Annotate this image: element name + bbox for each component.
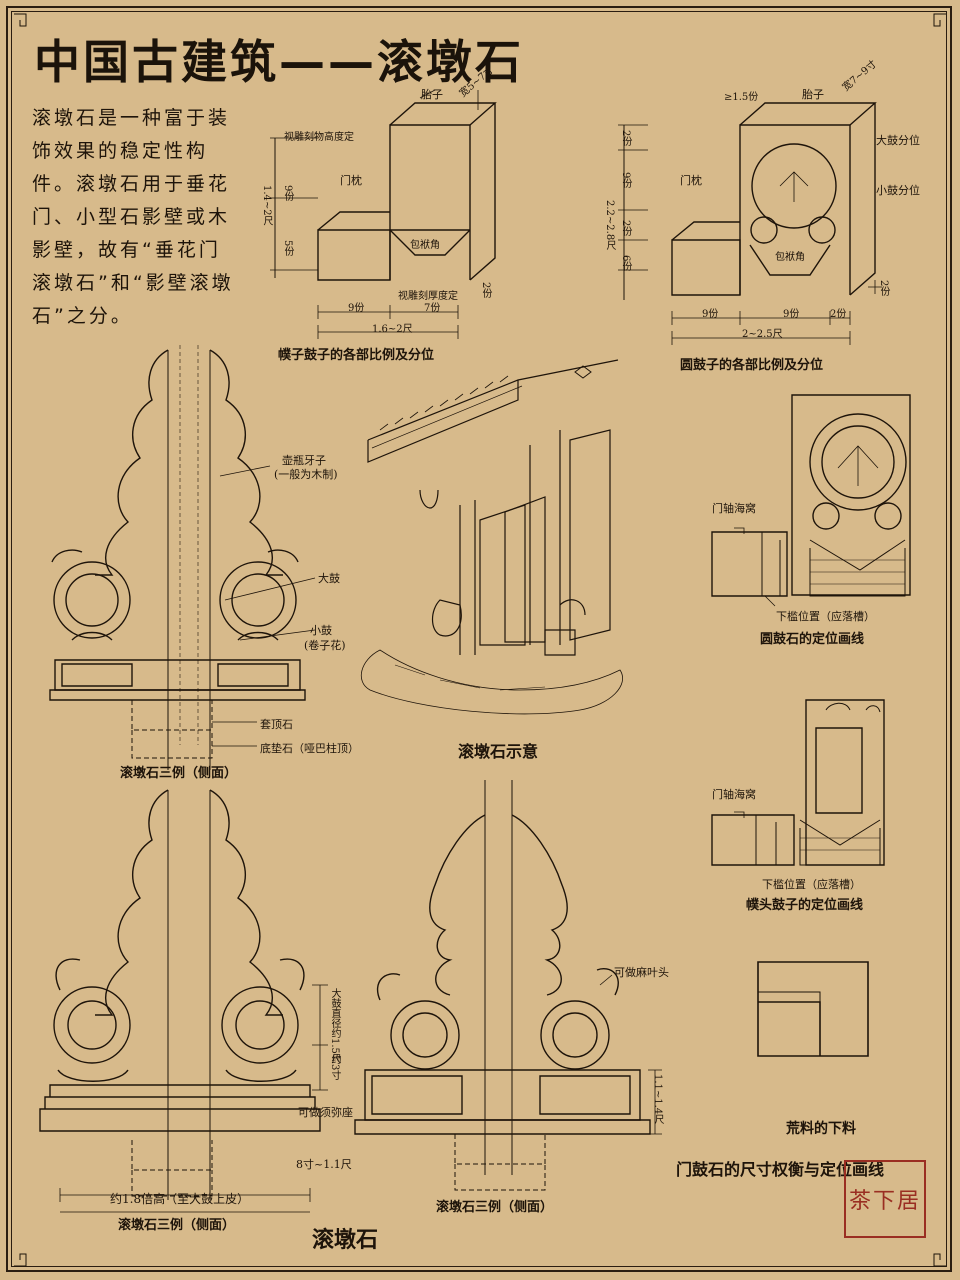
red-seal-stamp: 茶下居 — [844, 1160, 926, 1238]
fig5-label-haiwo: 门轴海窝 — [712, 502, 756, 515]
intro-paragraph: 滚墩石是一种富于装饰效果的稳定性构件。滚墩石用于垂花门、小型石影壁或木影壁，故有… — [32, 107, 234, 327]
fig6-label-xiakan: 下槛位置（应落槽） — [762, 878, 861, 891]
fig1-dim-w7: 7份 — [424, 303, 441, 314]
fig2-dim-p2c: 2份 — [878, 280, 889, 297]
fig1-caption: 幞子鼓子的各部比例及分位 — [278, 348, 435, 363]
fig1-label-menzhen: 门枕 — [340, 174, 362, 187]
fig1-dim-p5: 5份 — [282, 240, 293, 257]
fig1-dim-w9: 9份 — [348, 303, 365, 314]
fig3-label-yaping: 壶瓶牙子 — [282, 454, 326, 467]
fig2-label-taizi: 胎子 — [802, 88, 824, 101]
fig6-label-haiwo: 门轴海窝 — [712, 788, 756, 801]
fig3-label-yaping-sub: (一般为木制) — [274, 468, 338, 481]
fig7-label-height: 约1.8倍高（至大鼓上皮） — [110, 1192, 250, 1206]
fig7-label-thick3: 约3寸 — [329, 1054, 340, 1081]
figure-futou-layout — [711, 699, 885, 866]
fig2-dim-p9: 9份 — [620, 172, 631, 189]
fig2-dim-height: 2.2~2.8尺 — [604, 200, 615, 251]
fig3-label-xiaogu-sub: (卷子花) — [304, 639, 346, 652]
figure-yuan-guzi-proportions — [618, 102, 882, 345]
fig1-dim-p9: 9份 — [282, 185, 293, 202]
fig3-label-taoding: 套顶石 — [260, 718, 293, 731]
fig5-caption: 圆鼓石的定位画线 — [760, 632, 865, 647]
figure-gate-sketch — [360, 359, 623, 715]
fig2-dim-p2b: 2份 — [620, 220, 631, 237]
fig7-caption: 滚墩石三例（侧面） — [118, 1218, 236, 1233]
fig1-label-carve-thick: 视雕刻厚度定 — [398, 291, 458, 302]
fig7-label-size: 8寸~1.1尺 — [296, 1158, 352, 1171]
figure-huangliao — [757, 961, 869, 1057]
footer-title: 滚墩石 — [312, 1227, 379, 1253]
fig5-label-xiakan: 下槛位置（应落槽） — [776, 610, 875, 623]
fig2-caption: 圆鼓子的各部比例及分位 — [680, 358, 824, 373]
fig7-label-xumizuo: 可做须弥座 — [298, 1106, 353, 1119]
fig7-label-dagu-dia: 大鼓直径约1.5尺 — [329, 988, 340, 1064]
fig6-caption: 幞头鼓子的定位画线 — [746, 898, 864, 913]
fig8-label-height: 1.1~1.4尺 — [652, 1074, 663, 1125]
fig9-caption: 荒料的下料 — [786, 1121, 856, 1137]
fig8-label-mayetou: 可做麻叶头 — [614, 966, 669, 979]
fig2-dim-w9a: 9份 — [702, 309, 719, 320]
fig2-dim-w9b: 9份 — [783, 309, 800, 320]
fig2-dim-total: 2~2.5尺 — [742, 329, 783, 340]
fig3-caption: 滚墩石三例（侧面） — [120, 766, 238, 781]
outer-border — [6, 6, 952, 1272]
fig1-label-baofu: 包袱角 — [410, 240, 440, 251]
seal-text: 茶下居 — [848, 1189, 921, 1214]
fig2-label-xiaogu: 小鼓分位 — [876, 184, 920, 197]
fig3-label-didian: 底垫石（哑巴柱顶） — [260, 742, 359, 755]
figure-gundunshi-side-1 — [49, 345, 316, 770]
fig8-caption: 滚墩石三例（侧面） — [436, 1200, 554, 1215]
fig2-label-menzhen: 门枕 — [680, 174, 702, 187]
figure-futou-guzi-proportions — [270, 89, 497, 339]
corner-ornaments — [14, 13, 946, 1267]
fig2-label-ge15: ≥1.5份 — [724, 92, 759, 103]
fig2-dim-p2a: 2份 — [620, 130, 631, 147]
fig2-label-baofu: 包袱角 — [775, 252, 805, 263]
fig1-label-taizi: 胎子 — [421, 88, 443, 101]
fig2-dim-w2: 2份 — [830, 309, 847, 320]
fig2-label-dagu: 大鼓分位 — [876, 134, 920, 147]
fig3-label-dagu: 大鼓 — [318, 572, 340, 585]
fig4-caption: 滚墩石示意 — [458, 742, 539, 761]
figure-gundunshi-side-3 — [354, 780, 662, 1191]
fig3-label-xiaogu: 小鼓 — [310, 624, 332, 637]
figure-gundunshi-side-2 — [39, 789, 328, 1213]
fig1-dim-p2: 2份 — [480, 282, 491, 299]
figure-yuangu-layout — [711, 394, 911, 607]
bottom-title: 门鼓石的尺寸权衡与定位画线 — [676, 1160, 885, 1179]
fig2-dim-p6: 6份 — [620, 255, 631, 272]
fig1-label-carve-depth: 视雕刻物高度定 — [284, 132, 354, 143]
page-title: 中国古建筑——滚墩石 — [34, 35, 524, 89]
fig1-dim-height: 1.4~2尺 — [261, 185, 272, 226]
inner-border — [11, 11, 947, 1267]
fig1-dim-total: 1.6~2尺 — [372, 324, 413, 335]
